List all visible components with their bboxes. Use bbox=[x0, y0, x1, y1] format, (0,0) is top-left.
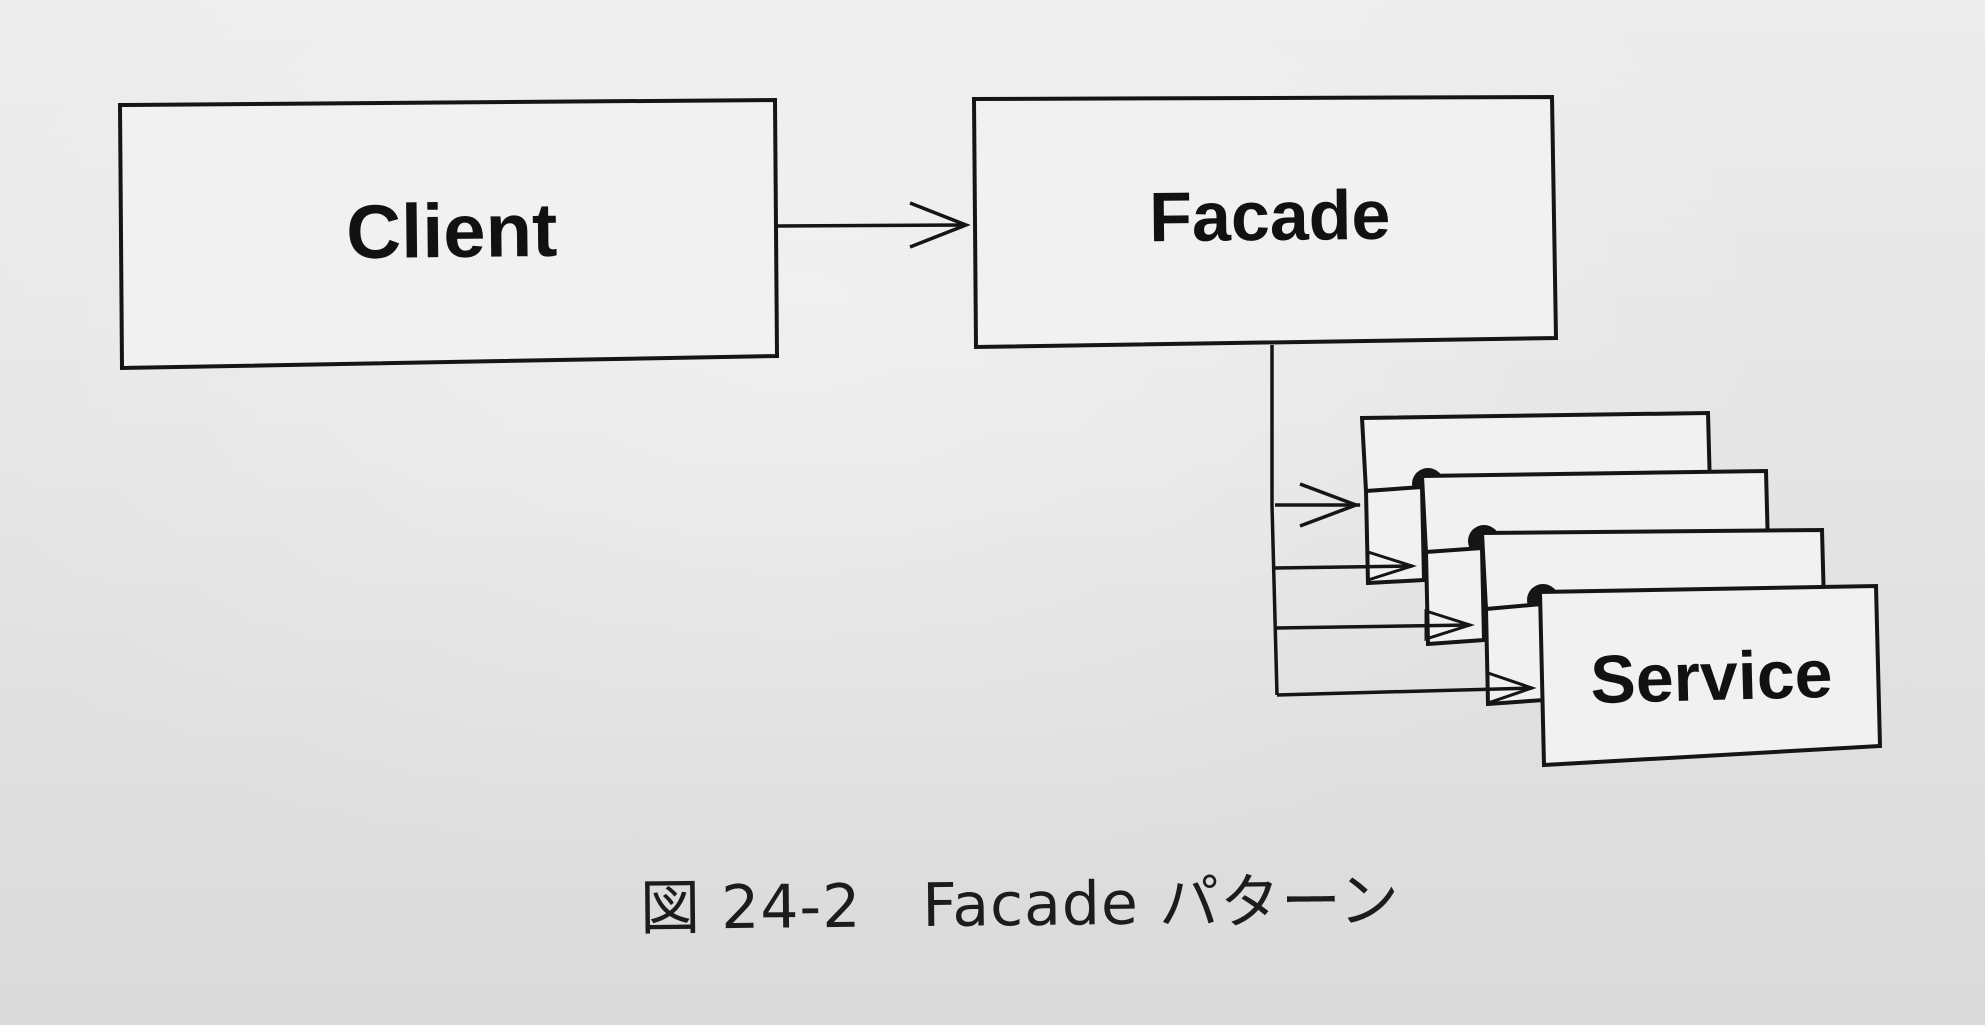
facade-connector bbox=[1270, 345, 1279, 696]
service-node-4: Service bbox=[1276, 583, 1883, 768]
facade-node: Facade bbox=[971, 94, 1559, 350]
client-label: Client bbox=[346, 188, 558, 275]
client-node: Client bbox=[117, 97, 780, 371]
facade-label: Facade bbox=[1149, 176, 1391, 257]
figure-caption: 図 24-2 Facade パターン bbox=[639, 866, 1401, 944]
service-label: Service bbox=[1589, 636, 1833, 718]
service-stack: Service bbox=[1274, 410, 1883, 768]
client-to-facade-arrow bbox=[776, 201, 971, 249]
